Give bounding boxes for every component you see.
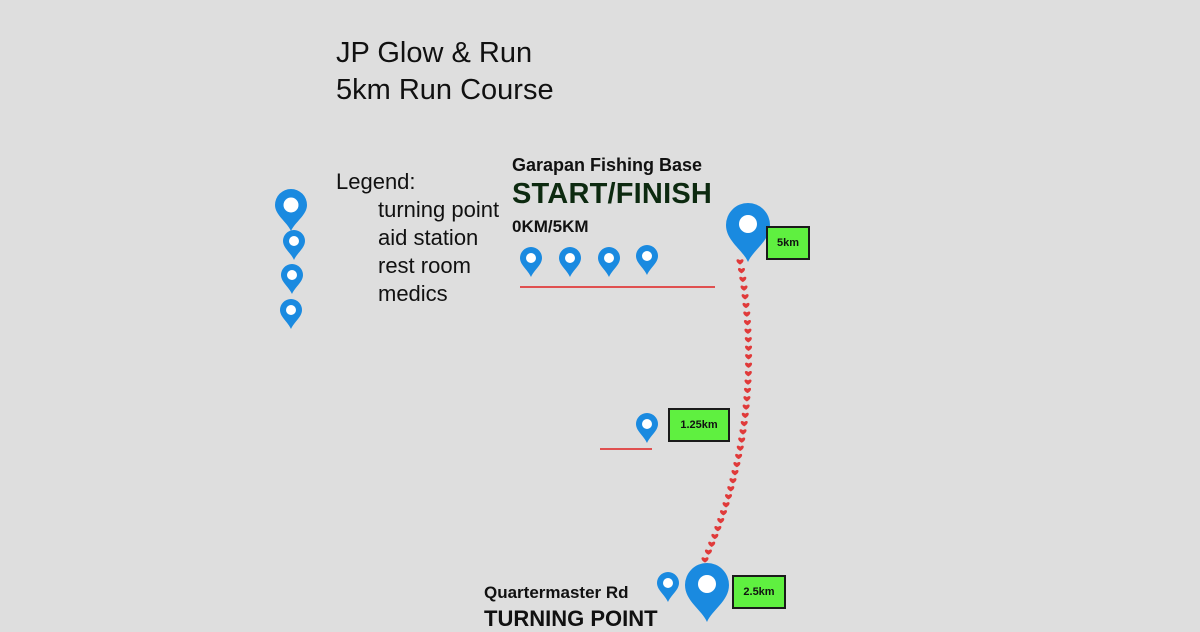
route-heart-dot bbox=[744, 337, 752, 343]
map-title-line1: JP Glow & Run bbox=[336, 37, 533, 69]
route-heart-dot bbox=[738, 437, 746, 443]
route-heart-dot bbox=[745, 354, 753, 360]
route-heart-dot bbox=[733, 461, 741, 468]
route-heart-dot bbox=[745, 345, 753, 351]
route-heart-dot bbox=[711, 533, 719, 540]
start-area-line bbox=[520, 286, 715, 288]
route-heart-dot bbox=[743, 396, 751, 402]
legend-rest-room-pin-icon bbox=[280, 263, 304, 295]
legend-aid-station-pin-icon bbox=[282, 229, 306, 261]
aid-station-pin-icon bbox=[635, 412, 659, 444]
turn-facility-pin-icon bbox=[656, 571, 680, 603]
route-heart-dot bbox=[741, 412, 749, 419]
legend-turning-point-pin-icon bbox=[273, 188, 309, 232]
route-heart-dot bbox=[741, 294, 749, 300]
route-heart-dot bbox=[739, 276, 747, 283]
route-heart-dot bbox=[731, 470, 739, 476]
route-heart-dot bbox=[717, 518, 725, 524]
finish-distance-marker: 5km bbox=[766, 226, 810, 260]
route-heart-dot bbox=[708, 541, 716, 547]
start-location-label: Garapan Fishing Base bbox=[512, 155, 703, 175]
route-heart-dot bbox=[722, 502, 730, 508]
start-finish-pin-icon bbox=[724, 201, 772, 263]
route-heart-dot bbox=[704, 549, 712, 555]
start-distance-label: 0KM/5KM bbox=[512, 217, 589, 236]
legend-medics-pin-icon bbox=[279, 298, 303, 330]
facility-pin-icon bbox=[519, 246, 543, 278]
turning-point-pin-icon bbox=[683, 561, 731, 623]
mid-distance-marker: 1.25km bbox=[668, 408, 730, 442]
route-heart-dot bbox=[744, 387, 752, 394]
facility-pin-icon bbox=[635, 244, 659, 276]
route-heart-dot bbox=[739, 429, 747, 435]
route-heart-dot bbox=[743, 311, 751, 317]
legend-item-medics: medics bbox=[378, 281, 448, 306]
route-heart-dot bbox=[744, 328, 752, 334]
turn-distance-marker: 2.5km bbox=[732, 575, 786, 609]
route-heart-dot bbox=[745, 362, 753, 368]
turning-point-label: TURNING POINT bbox=[484, 606, 658, 631]
facility-pin-icon bbox=[597, 246, 621, 278]
route-heart-dot bbox=[736, 259, 744, 265]
facility-pin-icon bbox=[558, 246, 582, 278]
route-heart-dot bbox=[719, 510, 727, 516]
route-heart-dot bbox=[729, 478, 737, 484]
route-heart-dot bbox=[736, 445, 744, 451]
route-heart-dot bbox=[735, 453, 743, 460]
legend-item-turning-point: turning point bbox=[378, 197, 500, 222]
route-heart-dot bbox=[737, 268, 746, 274]
turn-location-label: Quartermaster Rd bbox=[484, 583, 629, 602]
route-heart-dot bbox=[742, 302, 750, 309]
route-heart-dot bbox=[744, 379, 752, 385]
route-heart-dot bbox=[714, 525, 722, 532]
route-heart-dot bbox=[740, 421, 748, 427]
legend-item-rest-room: rest room bbox=[378, 253, 471, 278]
legend-heading: Legend: bbox=[336, 169, 416, 194]
start-finish-label: START/FINISH bbox=[512, 178, 713, 210]
route-heart-dot bbox=[744, 371, 752, 377]
route-heart-dot bbox=[727, 486, 735, 492]
route-heart-dot bbox=[743, 320, 751, 326]
route-heart-dot bbox=[701, 557, 709, 563]
map-title-line2: 5km Run Course bbox=[336, 74, 554, 106]
route-heart-dot bbox=[740, 285, 748, 291]
route-heart-dot bbox=[742, 404, 750, 410]
mid-area-line bbox=[600, 448, 652, 450]
route-heart-dot bbox=[724, 494, 733, 500]
legend-item-aid-station: aid station bbox=[378, 225, 479, 250]
